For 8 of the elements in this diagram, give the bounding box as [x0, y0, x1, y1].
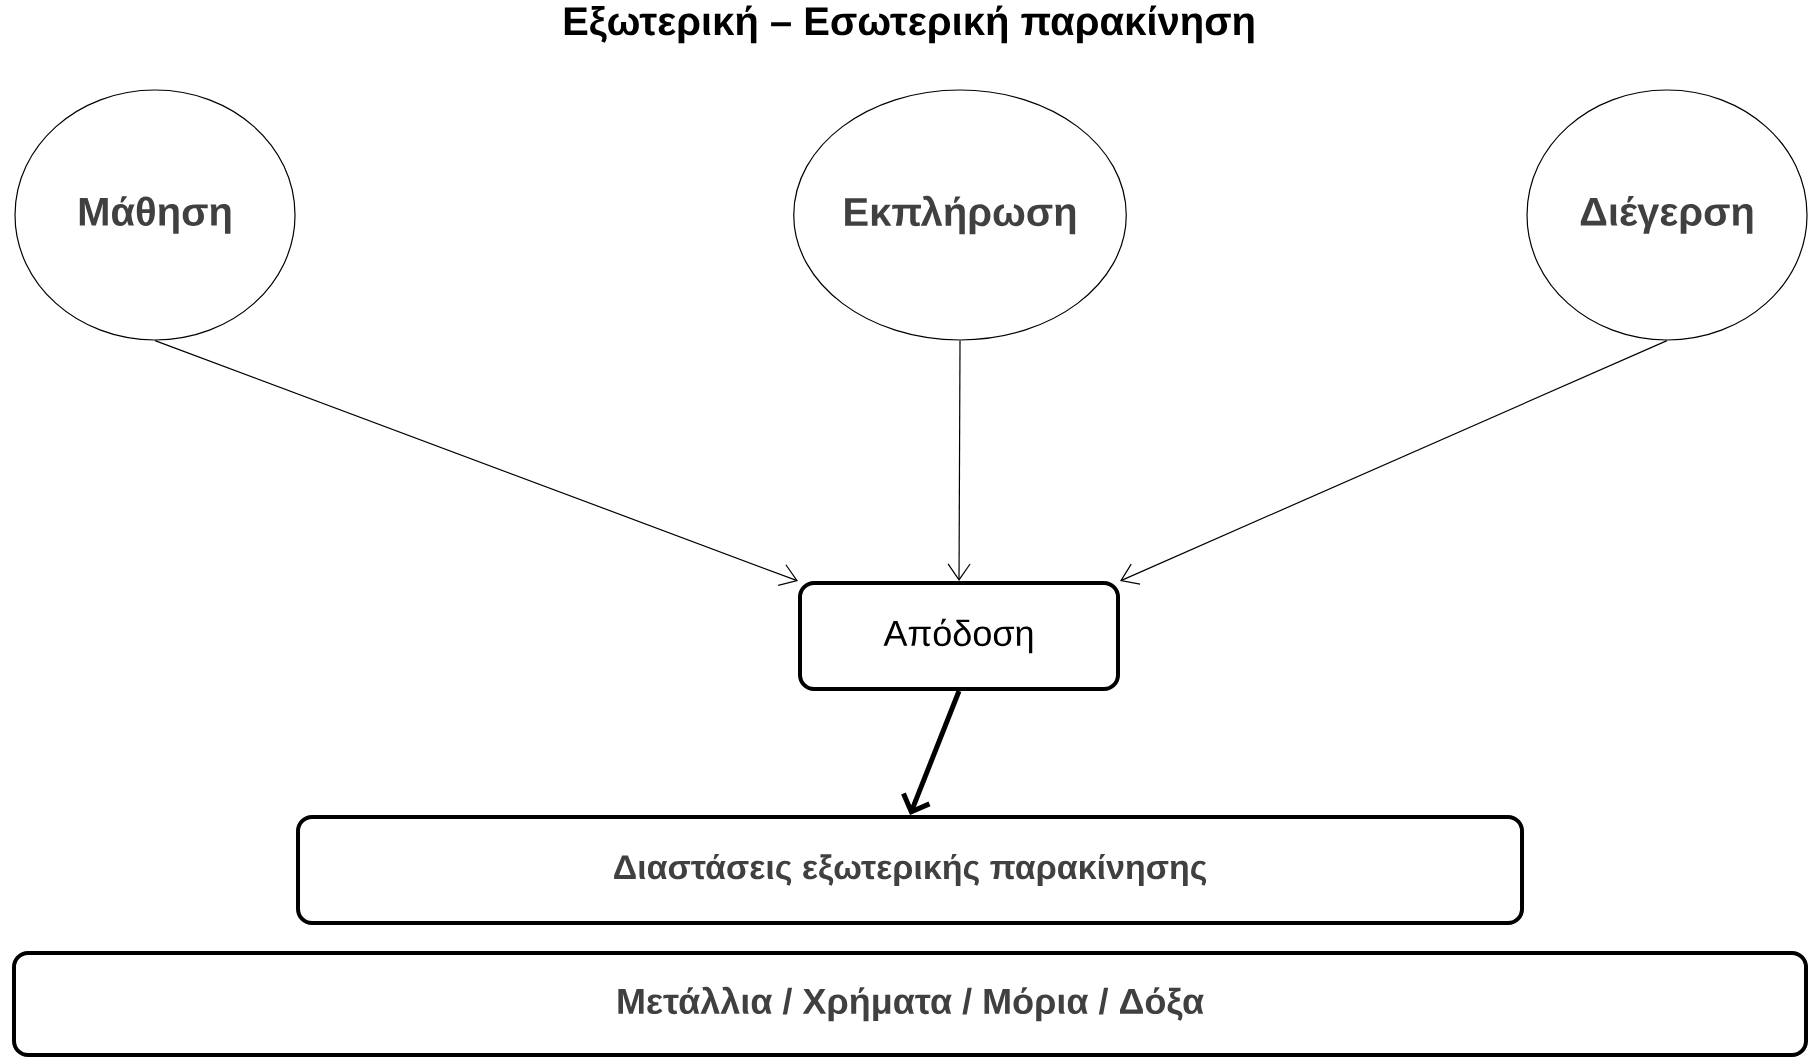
process-box: Διαστάσεις εξωτερικής παρακίνησης — [296, 815, 1524, 925]
arrow — [947, 340, 971, 581]
arrow — [154, 340, 798, 586]
process-box: Απόδοση — [798, 581, 1120, 691]
arrow — [1120, 340, 1668, 585]
arrow — [901, 690, 962, 815]
outcome-box: Μετάλλια / Χρήματα / Μόρια / Δόξα — [12, 951, 1808, 1057]
title: Εξωτερική – Εσωτερική παρακίνηση — [564, 5, 1254, 44]
